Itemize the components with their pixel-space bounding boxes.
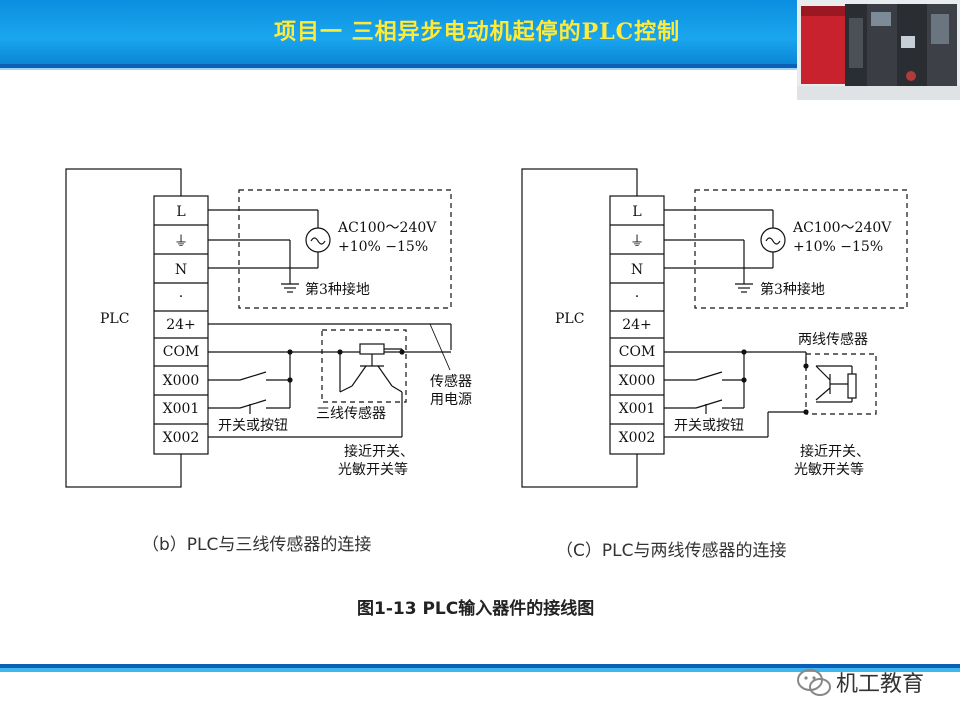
footer-divider-light bbox=[0, 668, 960, 672]
terminal-c-N: N bbox=[631, 262, 643, 278]
caption-c: （C）PLC与两线传感器的连接 bbox=[556, 541, 787, 561]
switch-label-c: 开关或按钮 bbox=[674, 418, 744, 434]
power-spec-c-1: AC100～240V bbox=[792, 220, 892, 236]
page-title: 项目一 三相异步电动机起停的PLC控制 bbox=[274, 19, 681, 45]
terminal-b-ground: ⏚ bbox=[174, 234, 188, 250]
watermark: 机工教育 bbox=[796, 664, 946, 700]
terminal-c-L: L bbox=[632, 204, 641, 220]
terminal-b-x000: X000 bbox=[163, 373, 200, 389]
watermark-text: 机工教育 bbox=[836, 672, 925, 697]
proximity-c-2: 光敏开关等 bbox=[794, 461, 864, 478]
plc-hardware-image bbox=[797, 0, 960, 100]
diagram-c bbox=[521, 168, 908, 488]
caption-b: （b）PLC与三线传感器的连接 bbox=[142, 535, 372, 555]
diagram-b bbox=[65, 168, 452, 488]
sensor-label-c: 两线传感器 bbox=[798, 331, 868, 348]
terminal-b-dot: · bbox=[179, 289, 183, 305]
ground-label-c: 第3种接地 bbox=[760, 281, 825, 298]
terminal-b-x002: X002 bbox=[163, 430, 200, 446]
terminal-c-ground: ⏚ bbox=[630, 234, 644, 250]
terminal-c-dot: · bbox=[635, 289, 639, 305]
ground-label-b: 第3种接地 bbox=[305, 281, 370, 298]
header-divider-light bbox=[0, 68, 960, 70]
sensor-power-b-2: 用电源 bbox=[430, 392, 472, 408]
power-spec-b-1: AC100～240V bbox=[337, 220, 437, 236]
wechat-icon bbox=[797, 669, 831, 696]
terminal-c-24plus: 24+ bbox=[622, 317, 652, 333]
terminal-b-N: N bbox=[175, 262, 187, 278]
plc-label-c: PLC bbox=[555, 311, 584, 327]
sensor-label-b: 三线传感器 bbox=[316, 405, 386, 422]
proximity-c-1: 接近开关、 bbox=[800, 443, 870, 460]
power-spec-c-2: +10% −15% bbox=[793, 239, 883, 255]
terminal-b-L: L bbox=[176, 204, 185, 220]
footer-divider bbox=[0, 664, 960, 668]
terminal-b-com: COM bbox=[163, 344, 200, 360]
switch-label-b: 开关或按钮 bbox=[218, 418, 288, 434]
terminal-b-24plus: 24+ bbox=[166, 317, 196, 333]
header-divider bbox=[0, 64, 960, 68]
terminal-b-x001: X001 bbox=[163, 401, 200, 417]
power-spec-b-2: +10% −15% bbox=[338, 239, 428, 255]
proximity-b-1: 接近开关、 bbox=[344, 443, 414, 460]
terminal-c-x000: X000 bbox=[619, 373, 656, 389]
terminal-c-x001: X001 bbox=[619, 401, 656, 417]
figure-title: 图1-13 PLC输入器件的接线图 bbox=[357, 599, 595, 619]
terminal-c-x002: X002 bbox=[619, 430, 656, 446]
proximity-b-2: 光敏开关等 bbox=[338, 461, 408, 478]
sensor-power-b-1: 传感器 bbox=[430, 373, 472, 390]
terminal-c-com: COM bbox=[619, 344, 656, 360]
plc-label-b: PLC bbox=[100, 311, 129, 327]
